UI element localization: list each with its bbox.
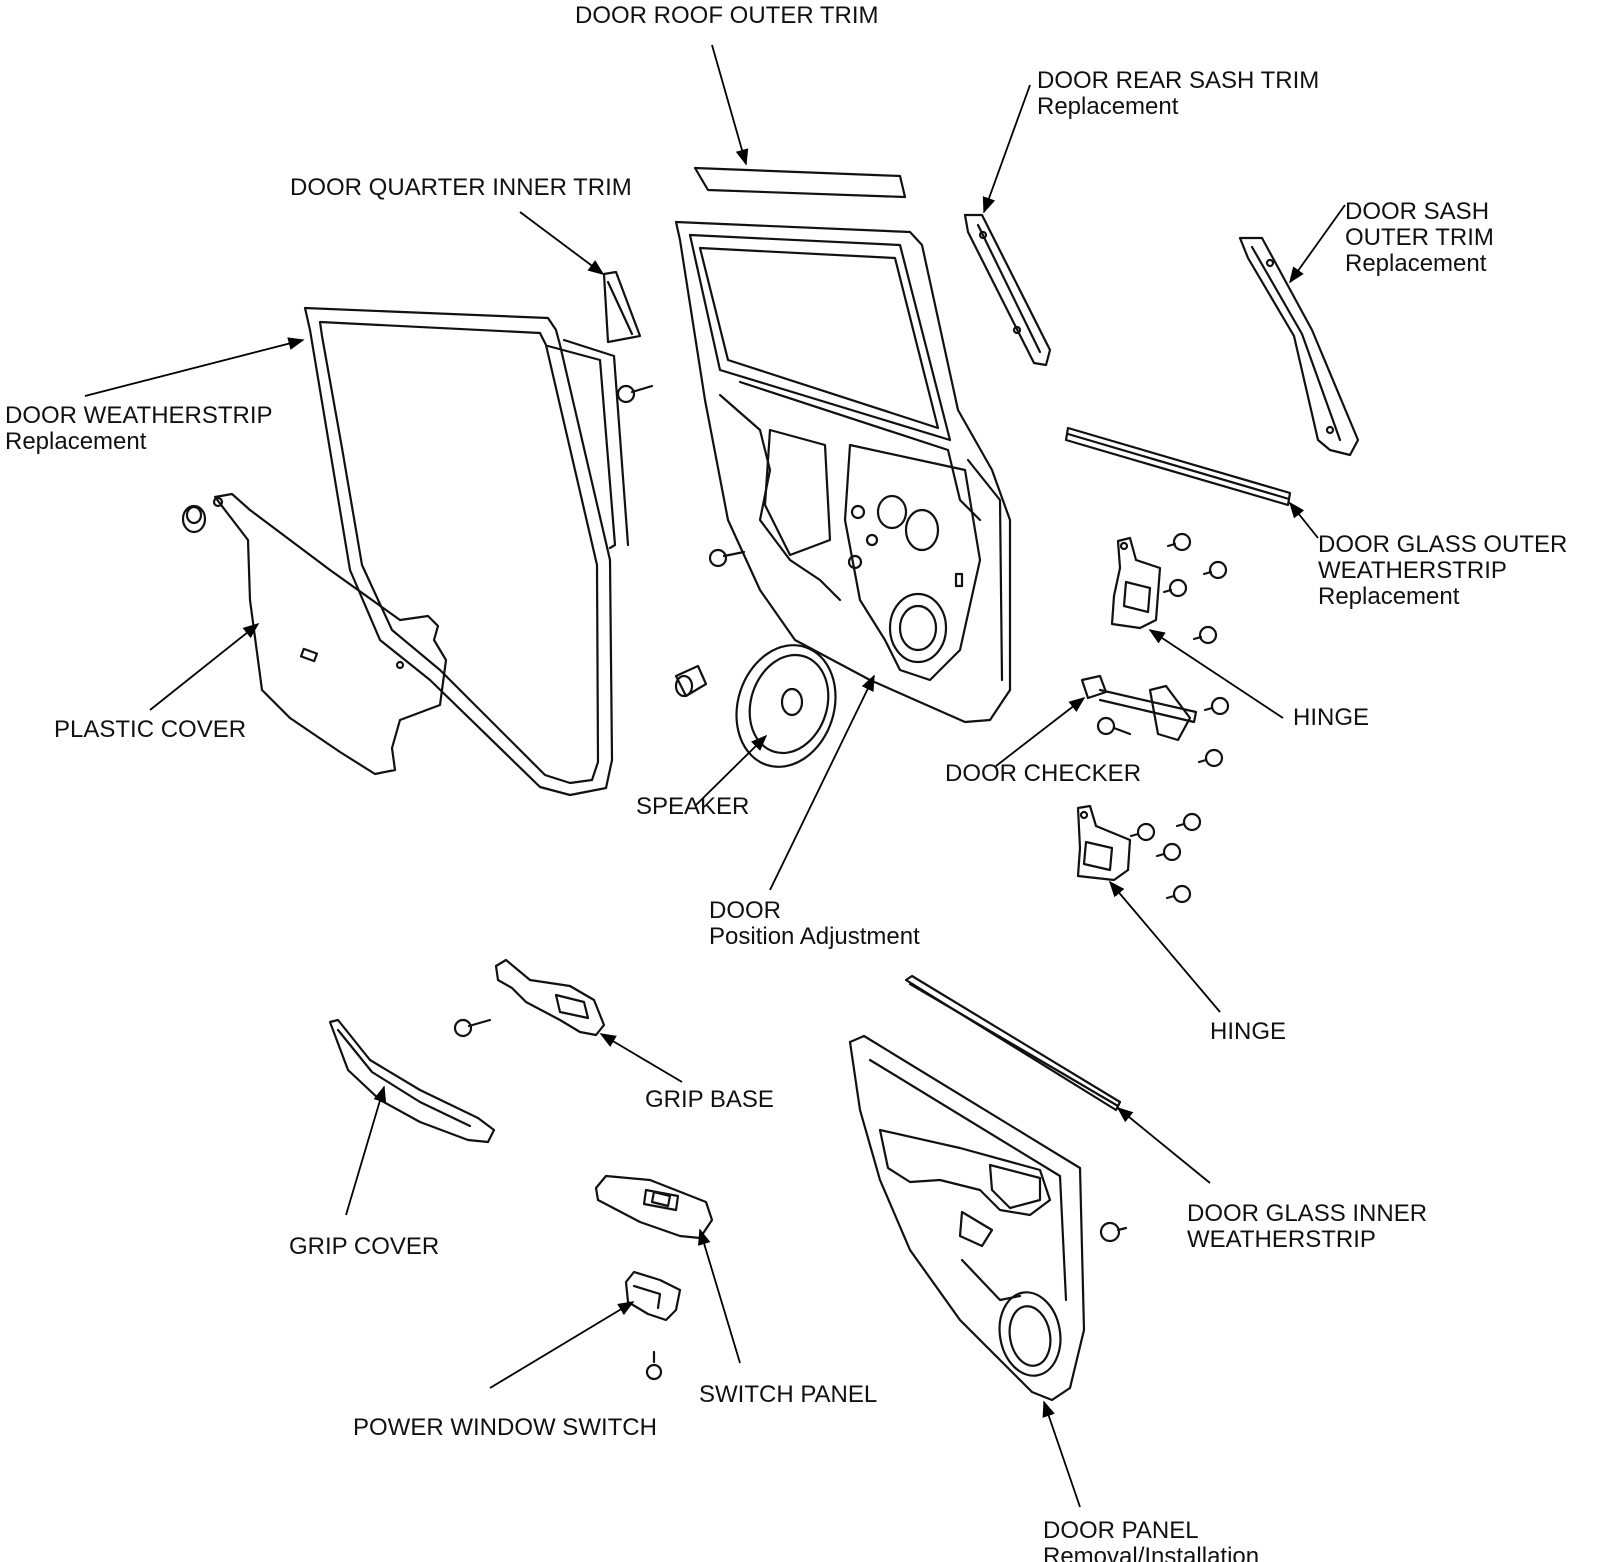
label-plastic-cover: PLASTIC COVER [54, 716, 247, 743]
grip-base-part [453, 958, 606, 1038]
door-roof-outer-trim [693, 166, 907, 199]
door-weatherstrip [303, 306, 630, 797]
upper-hinge [1110, 532, 1228, 645]
label-door-glass-inner-weatherstrip: DOOR GLASS INNER WEATHERSTRIP [1187, 1200, 1428, 1253]
label-door: DOOR Position Adjustment [709, 897, 920, 950]
label-grip-base: GRIP BASE [645, 1086, 774, 1113]
label-hinge-upper: HINGE [1293, 704, 1370, 731]
door-rear-sash-trim [963, 213, 1052, 367]
leader-lines [84, 44, 1346, 1508]
door-glass-outer-weatherstrip [1064, 426, 1292, 507]
label-door-sash-outer-trim: DOOR SASH OUTER TRIM Replacement [1345, 198, 1494, 277]
door-panel-part [848, 1034, 1128, 1402]
label-power-window-switch: POWER WINDOW SWITCH [353, 1414, 657, 1441]
label-door-quarter-inner-trim: DOOR QUARTER INNER TRIM [290, 174, 632, 201]
label-door-glass-outer-weatherstrip: DOOR GLASS OUTER WEATHERSTRIP Replacemen… [1318, 531, 1568, 610]
label-door-weatherstrip: DOOR WEATHERSTRIP Replacement [5, 402, 273, 455]
power-window-switch-part [624, 1270, 682, 1381]
plastic-cover [181, 492, 448, 776]
label-door-checker: DOOR CHECKER [945, 760, 1142, 787]
door-shell [674, 220, 1012, 724]
label-door-roof-outer-trim: DOOR ROOF OUTER TRIM [575, 2, 879, 29]
grommet [674, 664, 708, 698]
door-checker-part [1080, 674, 1230, 768]
label-grip-cover: GRIP COVER [289, 1233, 440, 1260]
label-door-rear-sash-trim: DOOR REAR SASH TRIM Replacement [1037, 67, 1320, 120]
door-quarter-inner-trim [602, 270, 642, 344]
label-door-panel: DOOR PANEL Removal/Installation [1043, 1517, 1260, 1562]
bolts-upper [616, 384, 746, 568]
speaker-part [735, 644, 837, 768]
label-switch-panel: SWITCH PANEL [699, 1381, 878, 1408]
lower-hinge [1076, 804, 1202, 904]
grip-cover-part [328, 1018, 496, 1144]
label-hinge-lower: HINGE [1210, 1018, 1287, 1045]
door-sash-outer-trim [1238, 236, 1360, 457]
door-glass-inner-weatherstrip-part [904, 974, 1122, 1112]
label-speaker: SPEAKER [636, 793, 750, 820]
switch-panel-part [594, 1174, 714, 1240]
